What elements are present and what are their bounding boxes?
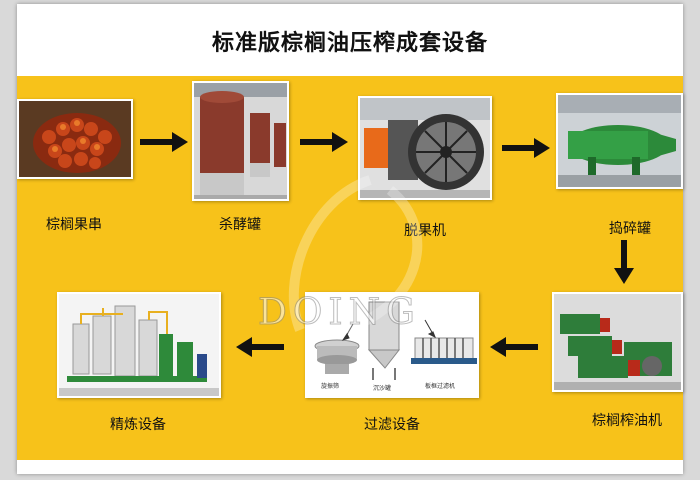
filter-part-label: 沉沙罐	[373, 384, 391, 392]
step-label-refining-equipment: 精炼设备	[110, 417, 166, 433]
filter-part-label: 板框过滤机	[425, 382, 455, 390]
refining-equipment-photo	[57, 292, 221, 398]
arrow-left-icon	[236, 337, 284, 357]
step-label-digester-tank: 捣碎罐	[609, 221, 651, 237]
arrow-left-icon	[490, 337, 538, 357]
digester-tank-photo	[556, 93, 683, 189]
arrow-right-icon	[502, 138, 550, 158]
thresher-machine-photo	[358, 96, 492, 200]
filter-part-label: 旋振筛	[321, 382, 339, 390]
step-label-filter-equipment: 过滤设备	[364, 417, 420, 433]
step-label-oil-press: 棕榈榨油机	[592, 413, 662, 429]
vibrating-sieve-icon	[314, 339, 360, 374]
palm-oil-press-photo	[552, 292, 683, 392]
page-title: 标准版棕榈油压榨成套设备	[211, 31, 488, 56]
step-label-palm-fruit-bunch: 棕榈果串	[46, 217, 102, 233]
palm-fruit-bunch-photo	[17, 99, 133, 179]
step-label-sterilizer-tank: 杀酵罐	[219, 217, 261, 233]
arrow-down-icon	[614, 240, 634, 284]
filter-equipment-photo: 旋振筛 沉沙罐 板框过滤机	[305, 292, 479, 398]
arrow-right-icon	[140, 132, 188, 152]
arrow-right-icon	[300, 132, 348, 152]
sterilizer-tank-photo	[192, 81, 289, 201]
watermark-logo-icon	[288, 175, 423, 335]
watermark-text: DOING	[258, 292, 421, 334]
step-label-thresher: 脱果机	[404, 223, 446, 239]
title-bar: 标准版棕榈油压榨成套设备	[17, 8, 683, 74]
plate-filter-press-icon	[411, 337, 477, 364]
sand-settling-tank-icon	[367, 301, 401, 380]
